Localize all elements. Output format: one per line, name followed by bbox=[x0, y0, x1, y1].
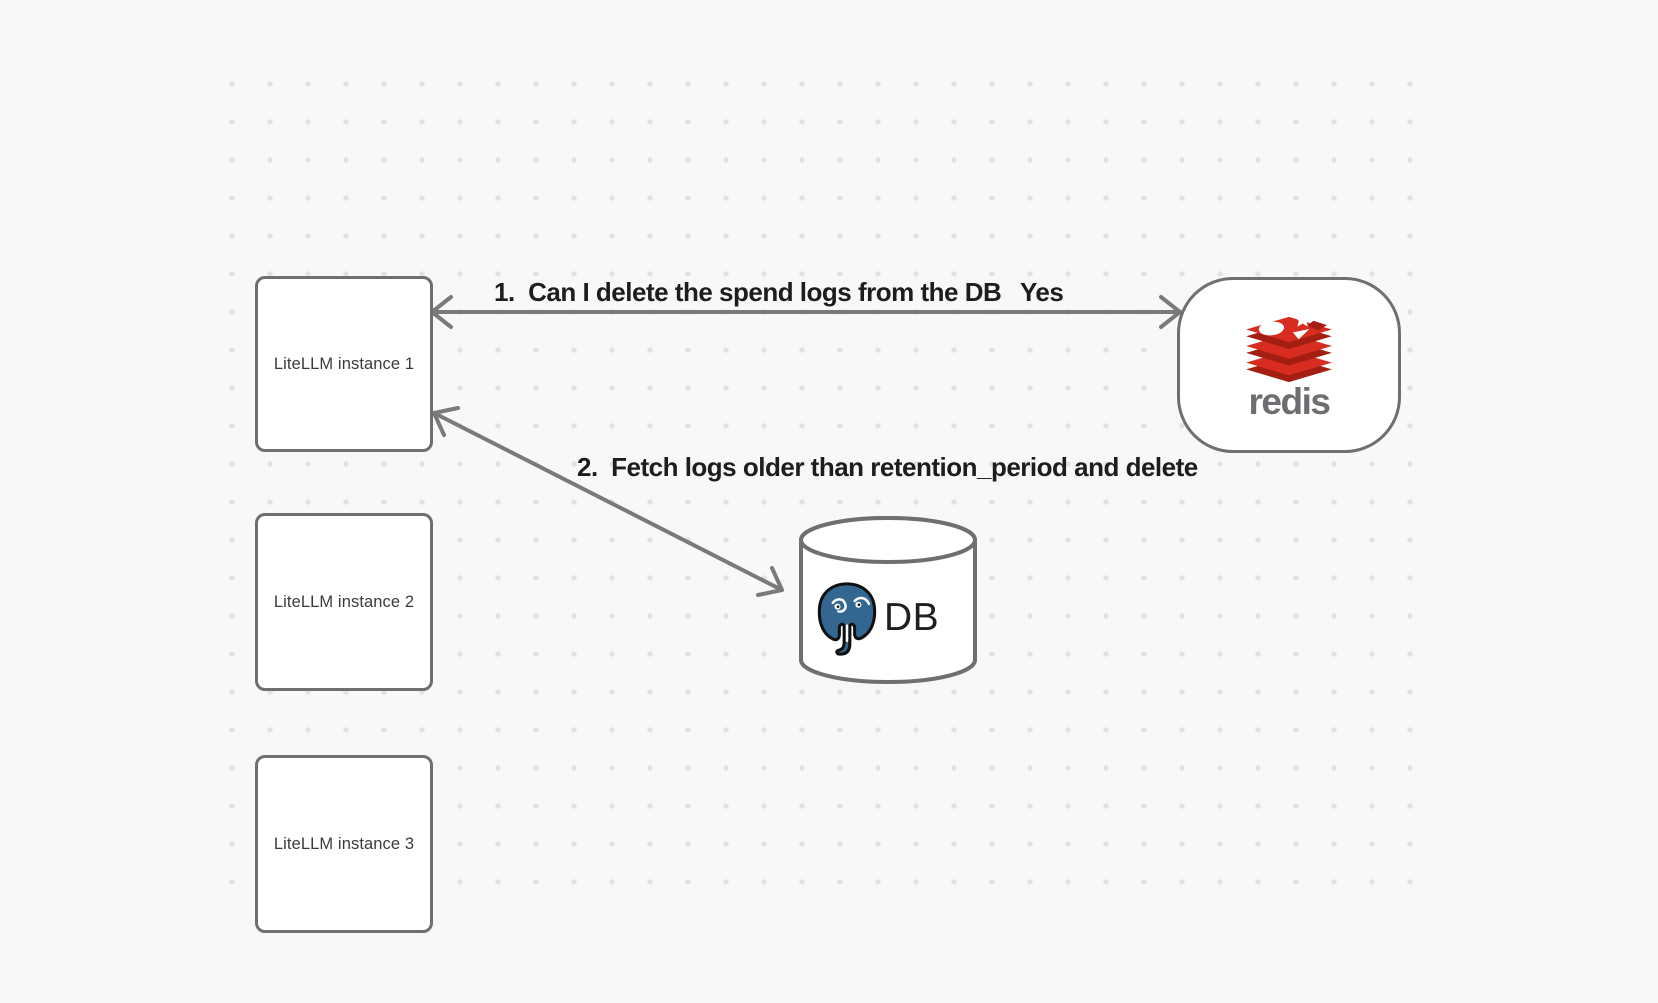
edge-1-answer: Yes bbox=[1020, 277, 1064, 307]
node-redis: redis bbox=[1177, 277, 1401, 453]
edge-2-label: 2. Fetch logs older than retention_perio… bbox=[577, 452, 1198, 482]
edge-1-label: 1. Can I delete the spend logs from the … bbox=[494, 277, 1002, 307]
redis-wordmark: redis bbox=[1248, 381, 1331, 422]
node-label: LiteLLM instance 3 bbox=[273, 834, 415, 853]
node-litellm-instance-1: LiteLLM instance 1 bbox=[255, 276, 433, 452]
node-litellm-instance-3: LiteLLM instance 3 bbox=[255, 755, 433, 933]
redis-logo-icon bbox=[1246, 310, 1332, 383]
node-label: LiteLLM instance 1 bbox=[273, 354, 415, 373]
db-label: DB bbox=[884, 596, 940, 639]
node-litellm-instance-2: LiteLLM instance 2 bbox=[255, 513, 433, 691]
node-label: LiteLLM instance 2 bbox=[273, 592, 415, 611]
